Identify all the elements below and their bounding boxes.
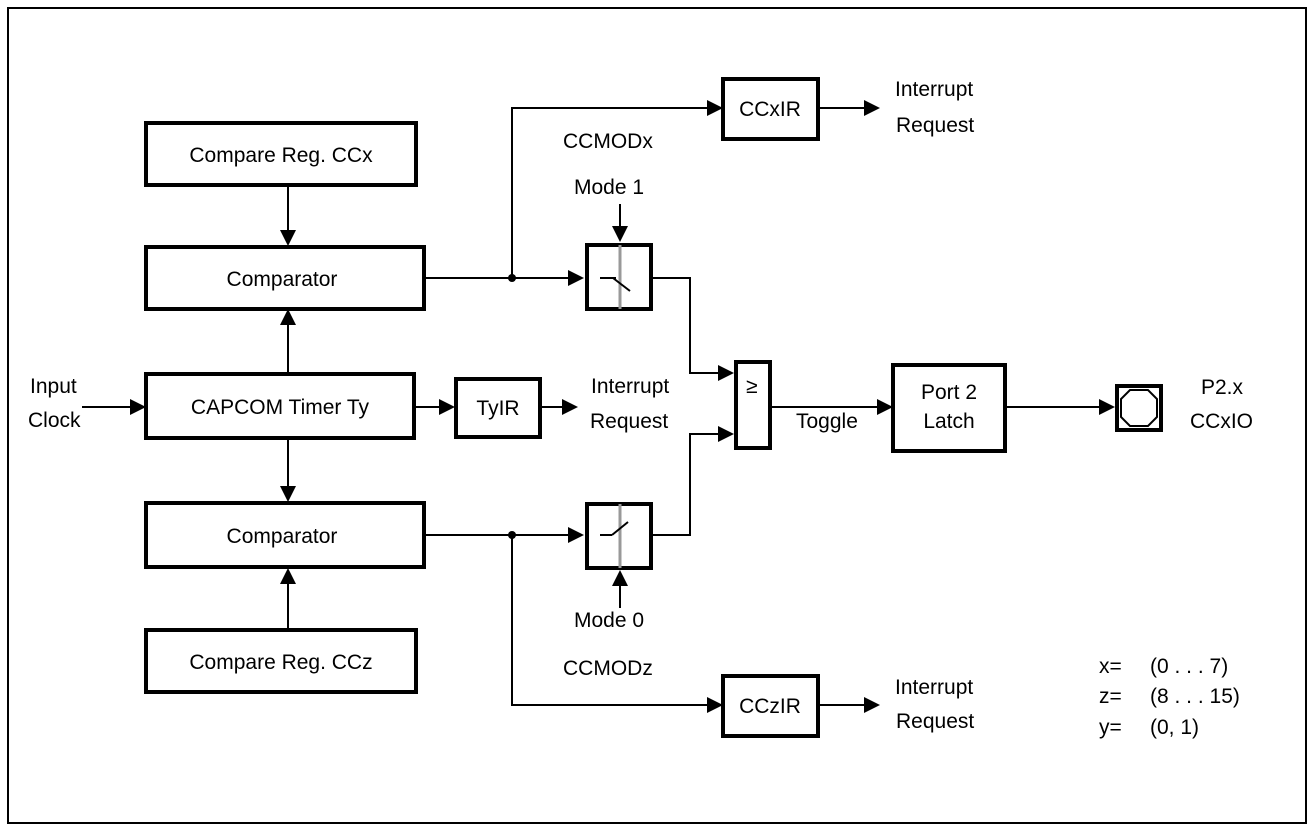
pin-label-line1: P2.x bbox=[1201, 376, 1244, 399]
ccmodz-label: CCMODz bbox=[563, 657, 653, 680]
ccxir-label: CCxIR bbox=[739, 98, 801, 121]
port2-latch: Port 2 Latch bbox=[891, 363, 1007, 453]
comparator-top: Comparator bbox=[144, 245, 426, 311]
tyir-interrupt-line2: Request bbox=[590, 410, 668, 433]
index-legend: x= (0 . . . 7) z= (8 . . . 15) y= (0, 1) bbox=[1099, 655, 1240, 739]
mode0-label: Mode 0 bbox=[574, 609, 644, 632]
cczir-block: CCzIR bbox=[721, 674, 820, 738]
capcom-timer-label: CAPCOM Timer Ty bbox=[191, 396, 370, 419]
cczir-interrupt-line2: Request bbox=[896, 710, 974, 733]
port2-latch-line2: Latch bbox=[923, 410, 974, 433]
diagram-frame bbox=[7, 7, 1307, 824]
comparator-bottom: Comparator bbox=[144, 501, 426, 569]
capcom-timer: CAPCOM Timer Ty bbox=[144, 372, 416, 440]
ccmodx-label: CCMODx bbox=[563, 130, 653, 153]
ccxir-interrupt-line1: Interrupt bbox=[895, 78, 973, 101]
input-clock-label-line1: Input bbox=[30, 375, 77, 398]
pin-symbol bbox=[1115, 384, 1163, 432]
pin-label-line2: CCxIO bbox=[1190, 410, 1253, 433]
legend-x-key: x= bbox=[1099, 655, 1122, 678]
connections bbox=[82, 100, 1115, 713]
junction-dot-bottom bbox=[508, 531, 516, 539]
legend-y-value: (0, 1) bbox=[1150, 716, 1199, 739]
comparator-top-label: Comparator bbox=[227, 268, 338, 291]
junction-dot-top bbox=[508, 274, 516, 282]
compare-register-ccz: Compare Reg. CCz bbox=[144, 628, 418, 694]
tyir-interrupt-line1: Interrupt bbox=[591, 375, 669, 398]
mode1-switch bbox=[585, 243, 653, 311]
or-gate-symbol: ≥ bbox=[746, 375, 758, 398]
input-clock-label-line2: Clock bbox=[28, 409, 81, 432]
legend-x-value: (0 . . . 7) bbox=[1150, 655, 1228, 678]
compare-register-ccx-label: Compare Reg. CCx bbox=[189, 144, 373, 167]
cczir-interrupt-line1: Interrupt bbox=[895, 676, 973, 699]
legend-z-value: (8 . . . 15) bbox=[1150, 685, 1240, 708]
cczir-label: CCzIR bbox=[739, 695, 801, 718]
tyir-label: TyIR bbox=[476, 397, 519, 420]
compare-register-ccz-label: Compare Reg. CCz bbox=[189, 651, 372, 674]
port2-latch-line1: Port 2 bbox=[921, 381, 977, 404]
legend-z-key: z= bbox=[1099, 685, 1122, 708]
legend-y-key: y= bbox=[1099, 716, 1122, 739]
toggle-label: Toggle bbox=[796, 410, 858, 433]
mode1-label: Mode 1 bbox=[574, 176, 644, 199]
ccxir-interrupt-line2: Request bbox=[896, 114, 974, 137]
comparator-bottom-label: Comparator bbox=[227, 525, 338, 548]
or-gate: ≥ bbox=[734, 360, 772, 450]
mode0-switch bbox=[585, 502, 653, 570]
tyir-block: TyIR bbox=[454, 377, 542, 439]
ccxir-block: CCxIR bbox=[721, 77, 820, 141]
compare-register-ccx: Compare Reg. CCx bbox=[144, 121, 418, 187]
